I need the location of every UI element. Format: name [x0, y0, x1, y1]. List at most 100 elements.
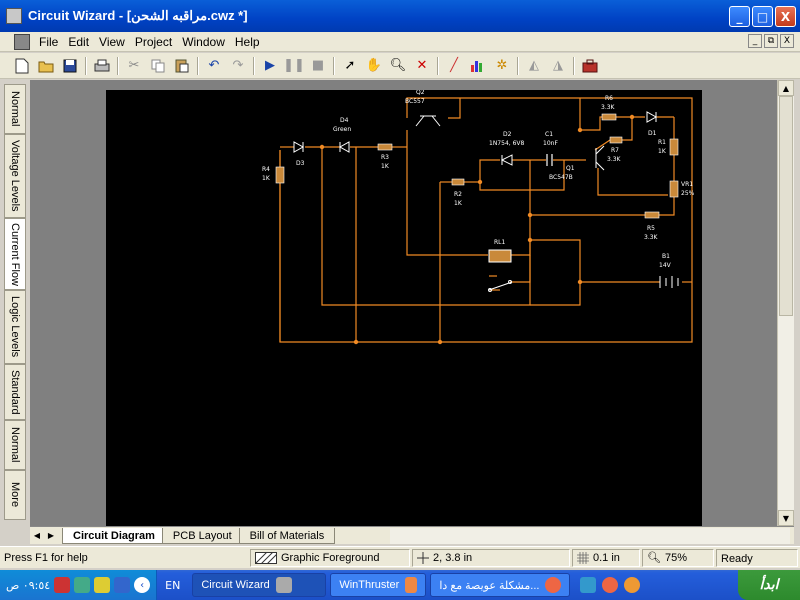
menu-help[interactable]: Help [234, 34, 260, 49]
value-q2: BC557 [405, 98, 425, 105]
menu-bar: File Edit View Project Window Help _ ⧉ X [0, 32, 800, 52]
view-mode-tabs: Normal Voltage Levels Current Flow Logic… [4, 84, 28, 524]
tab-next-icon[interactable]: ▶ [47, 531, 55, 540]
minimize-button[interactable]: _ [729, 6, 750, 27]
task-label: Circuit Wizard [201, 579, 270, 591]
horizontal-scrollbar[interactable] [390, 528, 790, 544]
expand-tray-icon[interactable]: ‹ [134, 577, 151, 593]
app-icon [6, 8, 22, 24]
toolbox-icon[interactable] [580, 56, 600, 76]
label-r5: R5 [647, 225, 655, 232]
diagram-canvas[interactable]: Q2 BC557 R6 3.3K D4 Green D3 R4 1K R3 1K… [30, 80, 777, 526]
maximize-button[interactable]: □ [752, 6, 773, 27]
mdi-restore-button[interactable]: ⧉ [764, 34, 778, 48]
security-alert-icon[interactable] [54, 577, 71, 593]
probe-icon[interactable]: ╱ [450, 58, 458, 73]
capacitor-c1[interactable] [546, 154, 553, 166]
document-icon[interactable] [14, 33, 30, 50]
flip-icon[interactable]: ◭ [529, 58, 539, 73]
pause-icon[interactable]: ❚❚ [283, 58, 305, 73]
scroll-thumb[interactable] [779, 96, 793, 316]
tab-normal-2[interactable]: Normal [4, 420, 26, 470]
tab-circuit-diagram[interactable]: Circuit Diagram [62, 527, 166, 544]
layer-name: Graphic Foreground [281, 551, 380, 564]
mdi-minimize-button[interactable]: _ [748, 34, 762, 48]
pan-icon[interactable]: ✋ [365, 58, 383, 73]
value-r5: 3.3K [644, 234, 659, 241]
wires [279, 97, 693, 343]
task-winthruster[interactable]: WinThruster [330, 573, 427, 597]
tab-label: Logic Levels [9, 296, 21, 358]
scroll-down-button[interactable]: ▼ [778, 510, 794, 526]
relay-rl1[interactable] [488, 249, 513, 292]
tab-pcb-layout[interactable]: PCB Layout [161, 527, 243, 544]
circuit-sheet[interactable]: Q2 BC557 R6 3.3K D4 Green D3 R4 1K R3 1K… [106, 89, 702, 526]
start-button[interactable]: ابدأ [738, 570, 800, 600]
transistor-symbols[interactable] [415, 115, 605, 171]
battery-b1[interactable] [659, 276, 679, 288]
tab-standard[interactable]: Standard [4, 364, 26, 420]
cut-icon[interactable]: ✂ [128, 58, 140, 73]
status-grid: 0.1 in [572, 548, 640, 567]
paste-icon[interactable] [172, 56, 192, 76]
mirror-icon[interactable]: ◮ [553, 58, 563, 73]
volume-icon[interactable] [114, 577, 131, 593]
close-button[interactable]: X [775, 6, 796, 27]
undo-icon[interactable]: ↶ [208, 58, 220, 73]
language-indicator[interactable]: EN [165, 578, 181, 592]
task-circuit-wizard[interactable]: Circuit Wizard [192, 573, 327, 597]
task-label: WinThruster [339, 579, 400, 591]
mdi-close-button[interactable]: X [780, 34, 794, 48]
menu-edit[interactable]: Edit [68, 34, 90, 49]
redo-icon[interactable]: ↷ [232, 58, 244, 73]
label-b1: B1 [662, 253, 670, 260]
select-icon[interactable]: ➚ [344, 58, 356, 73]
tab-prev-icon[interactable]: ◀ [33, 531, 41, 540]
menu-view[interactable]: View [99, 34, 125, 49]
tab-bill-of-materials[interactable]: Bill of Materials [238, 527, 336, 544]
resistor-bodies[interactable] [275, 113, 679, 219]
value-d2: 1N754, 6V8 [489, 140, 524, 147]
save-icon[interactable] [60, 56, 80, 76]
copy-icon[interactable] [148, 56, 168, 76]
title-bar: Circuit Wizard - [مراقبه الشحن.cwz *] _ … [0, 0, 800, 32]
scroll-up-button[interactable]: ▲ [778, 80, 794, 96]
menu-file[interactable]: File [39, 34, 59, 49]
delete-icon[interactable]: ✕ [416, 58, 428, 73]
graph-icon[interactable] [468, 56, 488, 76]
stop-icon[interactable]: ■ [311, 58, 325, 73]
network-icon[interactable] [74, 577, 91, 593]
toolbar-separator [197, 56, 199, 75]
build-icon[interactable]: ✲ [496, 58, 508, 73]
firefox-launch-icon[interactable] [602, 577, 619, 593]
tab-more[interactable]: More [4, 470, 26, 520]
quick-launch [580, 577, 641, 593]
explorer-icon[interactable] [580, 577, 597, 593]
label-d1: D1 [648, 130, 657, 137]
wire-junctions [319, 114, 677, 345]
tab-label: Voltage Levels [9, 140, 21, 212]
play-icon[interactable]: ▶ [265, 58, 275, 73]
tab-voltage-levels[interactable]: Voltage Levels [4, 134, 26, 218]
tab-logic-levels[interactable]: Logic Levels [4, 290, 26, 364]
shield-icon[interactable] [94, 577, 111, 593]
menu-window[interactable]: Window [182, 34, 225, 49]
label-d2: D2 [503, 131, 512, 138]
task-browser-forum[interactable]: مشكلة عويصة مع دا... [430, 573, 571, 597]
toolbar-separator [573, 56, 575, 75]
circuit-diagram: Q2 BC557 R6 3.3K D4 Green D3 R4 1K R3 1K… [262, 89, 695, 345]
print-icon[interactable] [92, 56, 112, 76]
menu-project[interactable]: Project [134, 34, 173, 49]
diode-symbols[interactable] [293, 111, 658, 166]
clock: ٠٩:٥٤ ص [6, 578, 51, 592]
zoom-value: 75% [664, 551, 687, 564]
vertical-scrollbar[interactable]: ▲ ▼ [777, 80, 794, 526]
tab-current-flow[interactable]: Current Flow [4, 218, 26, 290]
open-icon[interactable] [36, 56, 56, 76]
grid-value: 0.1 in [593, 551, 620, 564]
new-icon[interactable] [12, 56, 32, 76]
label-r2: R2 [454, 191, 462, 198]
tab-normal[interactable]: Normal [4, 84, 26, 134]
browser-launch-icon[interactable] [624, 577, 641, 593]
zoom-icon[interactable]: 🔍︎ [389, 58, 407, 73]
